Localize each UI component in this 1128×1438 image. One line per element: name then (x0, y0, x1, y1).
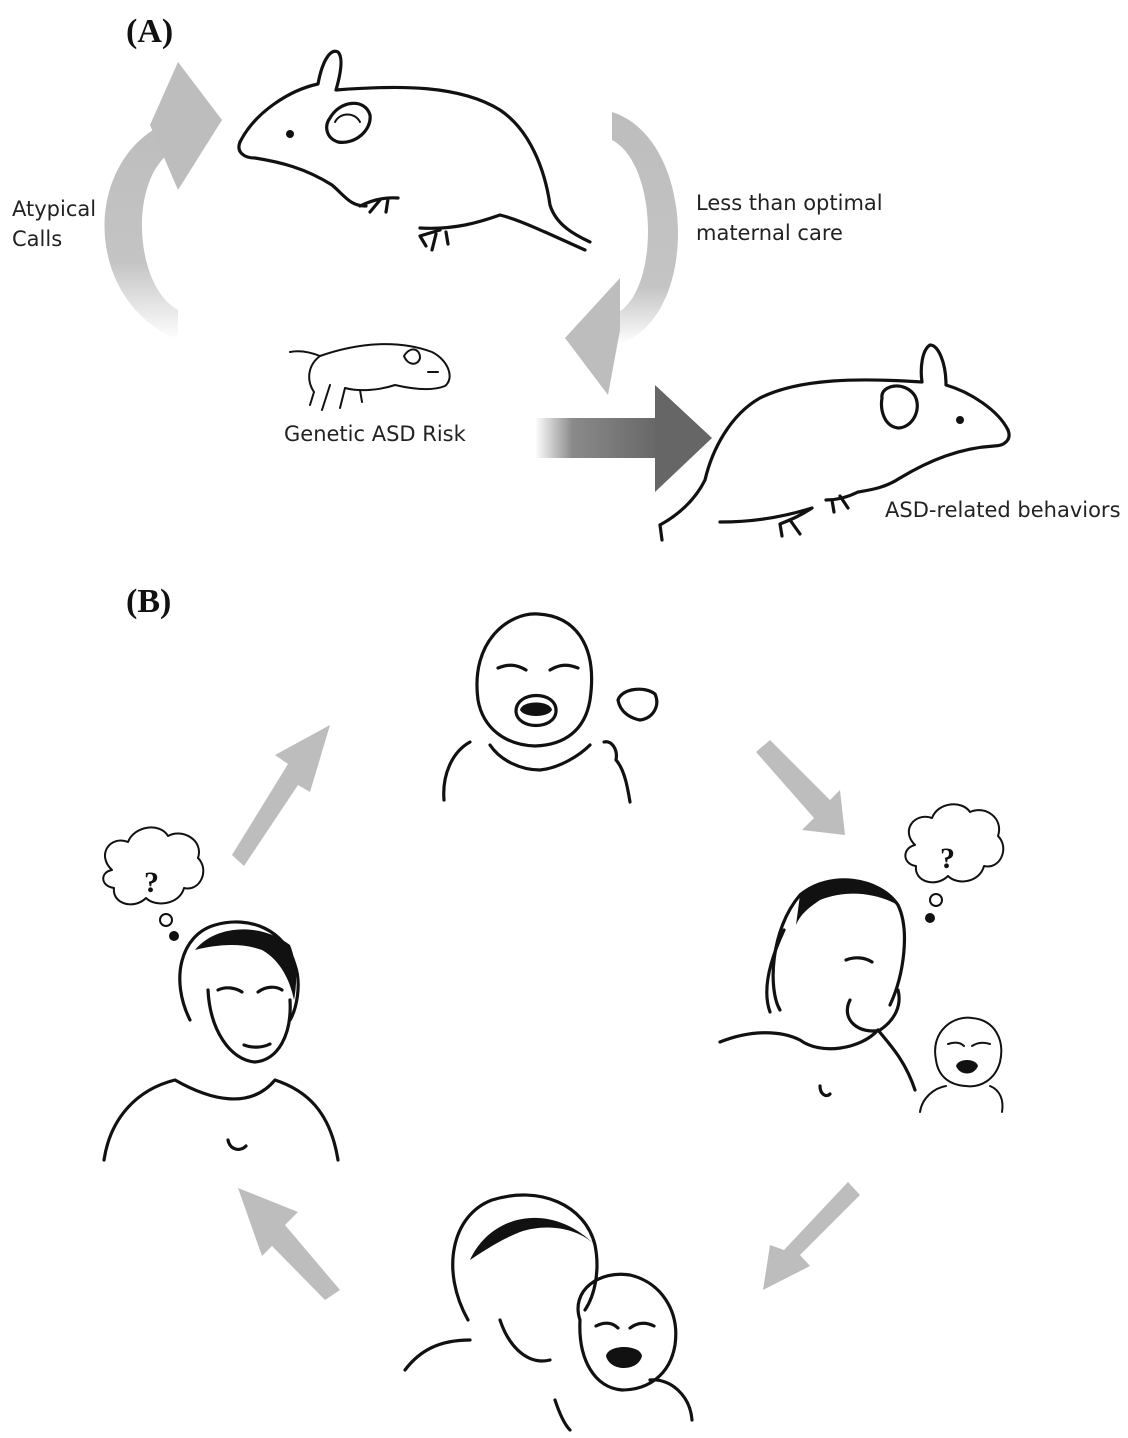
mother-looking-down-icon (720, 880, 915, 1096)
maternal-care-label: Less than optimal maternal care (696, 191, 889, 245)
mother-holding-baby-icon (405, 1195, 692, 1430)
cycle-arrow-bottom-left (238, 1188, 340, 1300)
mother-worried-icon (104, 922, 338, 1160)
atypical-calls-arrow (105, 62, 223, 340)
maternal-care-arrow (565, 112, 678, 395)
small-crying-baby-icon (920, 1018, 1003, 1112)
thought-left-text: ? (144, 866, 159, 899)
adult-mouse-icon (239, 51, 590, 250)
cycle-arrow-top-right (756, 740, 845, 835)
panel-a-label: (A) (126, 13, 173, 50)
genetic-risk-arrow (535, 385, 712, 492)
atypical-calls-label: Atypical Calls (12, 197, 103, 251)
asd-behaviors-label: ASD-related behaviors (885, 498, 1121, 522)
panel-b-label: (B) (126, 583, 171, 620)
crying-baby-icon (444, 614, 657, 802)
cycle-arrow-bottom-right (763, 1182, 860, 1290)
pup-mouse-icon (290, 344, 450, 410)
genetic-risk-label: Genetic ASD Risk (284, 422, 467, 446)
cycle-arrow-top-left (232, 725, 330, 866)
thought-right-text: ? (940, 842, 955, 875)
